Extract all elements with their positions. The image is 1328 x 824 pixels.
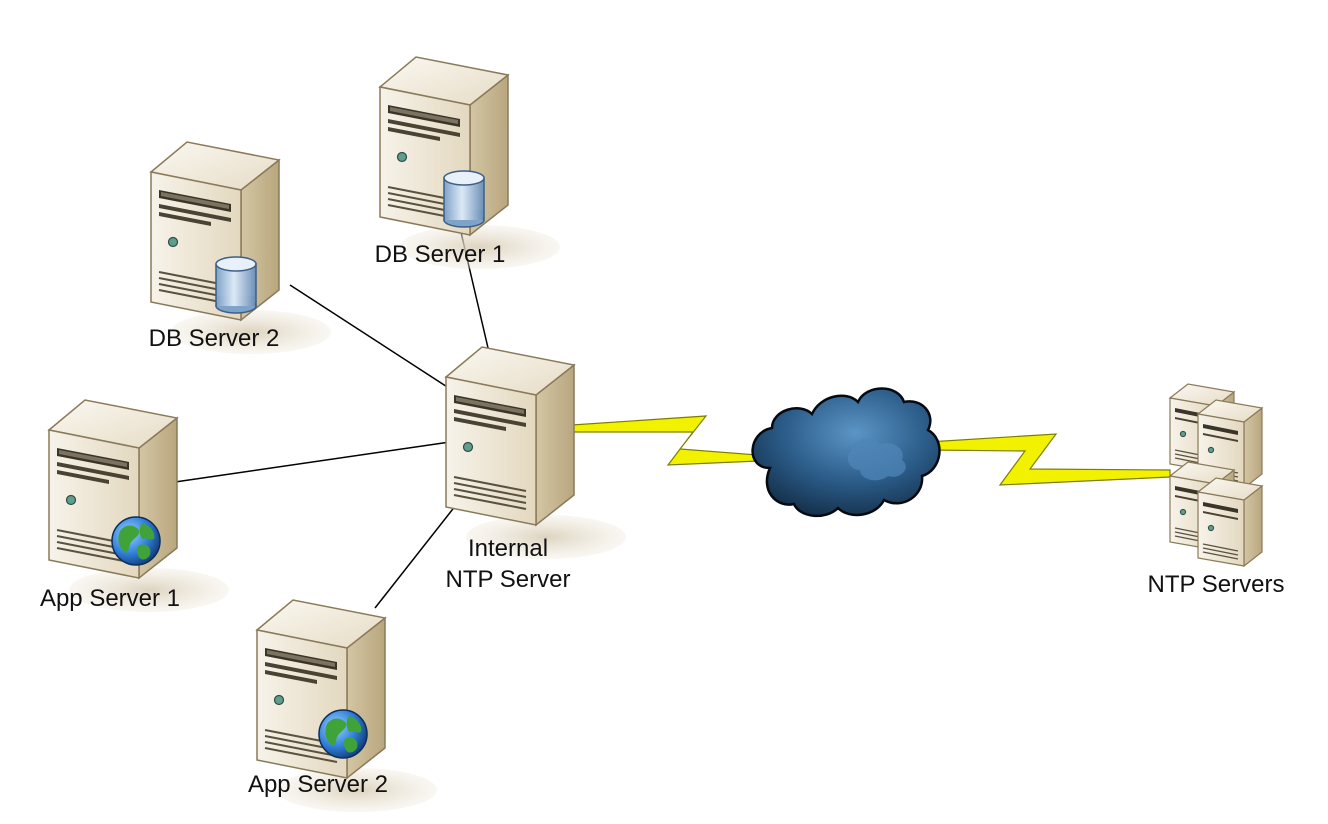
lightning-link-internet-to-ntp [927,433,1171,486]
lightning-link-internal-to-internet [571,415,759,466]
node-label: DB Server 1 [375,241,506,268]
app-server-1[interactable]: App Server 1 [40,399,230,613]
ntp-servers[interactable]: NTP Servers [1148,383,1285,598]
server-tower-icon [150,141,332,355]
db-server-2[interactable]: DB Server 2 [149,141,332,355]
internal-ntp-server[interactable]: Internal NTP Server [445,346,627,593]
node-label-line-1: Internal [468,535,548,562]
server-tower-icon [379,56,561,270]
app-server-2[interactable]: App Server 2 [248,599,438,813]
database-icon [215,256,257,314]
connection-lines [174,227,493,609]
node-label-line-2: NTP Server [446,566,571,593]
server-tower-icon [445,346,627,560]
node-label: DB Server 2 [149,325,280,352]
link-app-server-1-internal-ntp [174,441,451,483]
globe-icon [318,709,368,759]
cloud-icon [751,387,941,517]
link-app-server-2-internal-ntp [374,504,457,609]
cloud-highlight [847,438,906,481]
globe-icon [111,516,161,566]
link-db-server-2-internal-ntp [289,284,456,393]
node-label: NTP Servers [1148,571,1285,598]
internet-cloud[interactable] [751,387,941,517]
db-server-1[interactable]: DB Server 1 [375,56,561,270]
server-tower-icon [1197,477,1263,567]
node-label: App Server 2 [248,771,388,798]
server-tower-icon [48,399,230,613]
database-icon [443,170,485,228]
node-label: App Server 1 [40,585,180,612]
